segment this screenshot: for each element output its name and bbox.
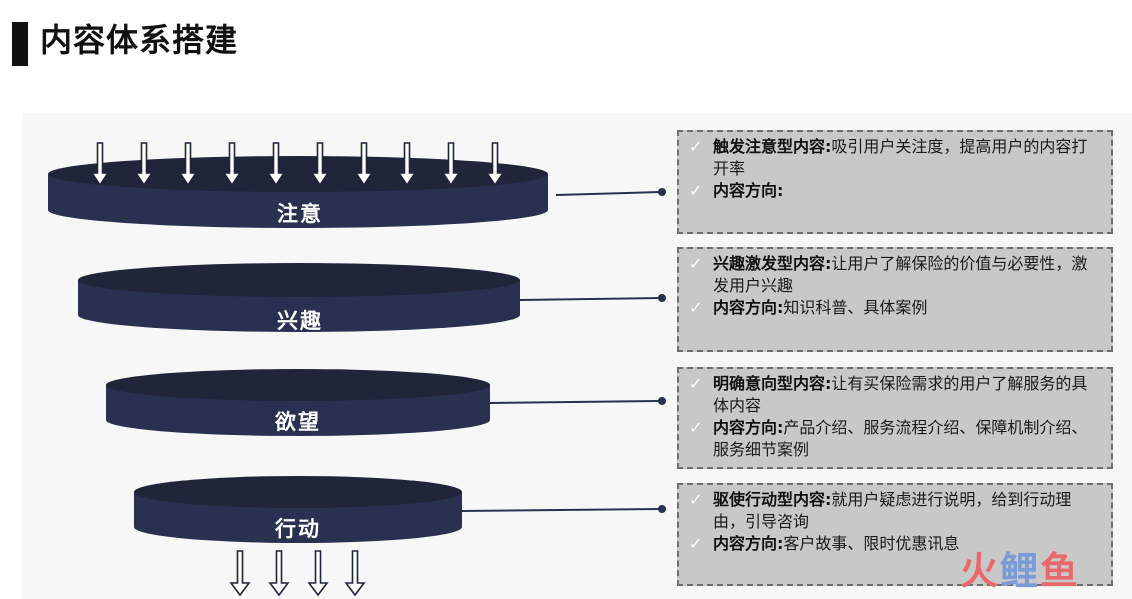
watermark-logo: 火鲤鱼 [960,548,1080,594]
box-line: ✓ 内容方向:客户故事、限时优惠讯息 [689,533,1101,555]
connector-desire [489,397,666,405]
check-icon: ✓ [689,254,703,273]
down-arrow-icon [268,550,290,597]
box-line: ✓ 驱使行动型内容:就用户疑虑进行说明，给到行动理由，引导咨询 [689,489,1101,533]
check-icon: ✓ [689,298,703,317]
check-icon: ✓ [689,374,703,393]
box-label: 驱使行动型内容: [713,490,832,509]
stage-label-attention: 注意 [277,202,323,226]
outgoing-arrows [229,550,366,597]
down-arrow-icon [266,142,286,187]
stage-label-action: 行动 [275,517,321,541]
box-line: ✓ 触发注意型内容:吸引用户关注度，提高用户的内容打开率 [689,136,1101,180]
box-line: ✓ 兴趣激发型内容:让用户了解保险的价值与必要性，激发用户兴趣 [689,253,1101,297]
check-icon: ✓ [689,418,703,437]
box-label: 明确意向型内容: [713,374,832,393]
box-label: 内容方向: [713,534,784,553]
down-arrow-icon [222,142,242,187]
check-icon: ✓ [689,490,703,509]
watermark-char: 鱼 [1040,549,1081,593]
connector-action [461,505,666,513]
box-label: 触发注意型内容: [713,137,832,156]
box-label: 兴趣激发型内容: [713,254,832,273]
down-arrow-icon [441,142,461,187]
down-arrow-icon [397,142,417,187]
box-text: 产品介绍、服务流程介绍、保障机制介绍、服务细节案例 [713,418,1088,459]
check-icon: ✓ [689,137,703,156]
box-label: 内容方向: [713,298,784,317]
down-arrow-icon [307,550,329,597]
down-arrow-icon [354,142,374,187]
stage-label-desire: 欲望 [275,410,321,434]
check-icon: ✓ [689,534,703,553]
down-arrow-icon [310,142,330,187]
connector-attention [555,188,666,196]
down-arrow-icon [178,142,198,187]
box-label: 内容方向: [713,181,784,200]
title-accent-bar [12,22,28,66]
box-text: 让有买保险需求的用户了解服务的具体内容 [713,374,1088,415]
info-box-attention: ✓ 触发注意型内容:吸引用户关注度，提高用户的内容打开率 ✓ 内容方向: [677,130,1113,234]
down-arrow-icon [90,142,110,187]
box-text: 让用户了解保险的价值与必要性，激发用户兴趣 [713,254,1088,295]
disk-action [134,476,462,543]
stage-label-interest: 兴趣 [277,309,323,333]
box-line: ✓ 明确意向型内容:让有买保险需求的用户了解服务的具体内容 [689,373,1101,417]
connector-interest [519,294,666,302]
info-box-desire: ✓ 明确意向型内容:让有买保险需求的用户了解服务的具体内容 ✓ 内容方向:产品介… [677,367,1113,469]
down-arrow-icon [344,550,366,597]
down-arrow-icon [485,142,505,187]
box-label: 内容方向: [713,418,784,437]
down-arrow-icon [134,142,154,187]
info-box-interest: ✓ 兴趣激发型内容:让用户了解保险的价值与必要性，激发用户兴趣 ✓ 内容方向:知… [677,247,1113,352]
box-text: 客户故事、限时优惠讯息 [783,534,960,553]
info-box-action: ✓ 驱使行动型内容:就用户疑虑进行说明，给到行动理由，引导咨询 ✓ 内容方向:客… [677,483,1113,586]
box-line: ✓ 内容方向: [689,180,1101,202]
check-icon: ✓ [689,181,703,200]
page-title: 内容体系搭建 [40,21,239,59]
box-line: ✓ 内容方向:产品介绍、服务流程介绍、保障机制介绍、服务细节案例 [689,417,1101,461]
disk-desire [106,369,490,436]
watermark-char: 鲤 [1000,549,1041,593]
disk-interest [78,263,520,332]
box-text: 就用户疑虑进行说明，给到行动理由，引导咨询 [713,490,1072,531]
disk-attention [48,156,548,228]
watermark-char: 火 [960,549,1001,593]
box-text: 知识科普、具体案例 [783,298,928,317]
down-arrow-icon [229,550,251,597]
incoming-arrows [90,142,505,187]
box-line: ✓ 内容方向:知识科普、具体案例 [689,297,1101,319]
box-text: 吸引用户关注度，提高用户的内容打开率 [713,137,1088,178]
